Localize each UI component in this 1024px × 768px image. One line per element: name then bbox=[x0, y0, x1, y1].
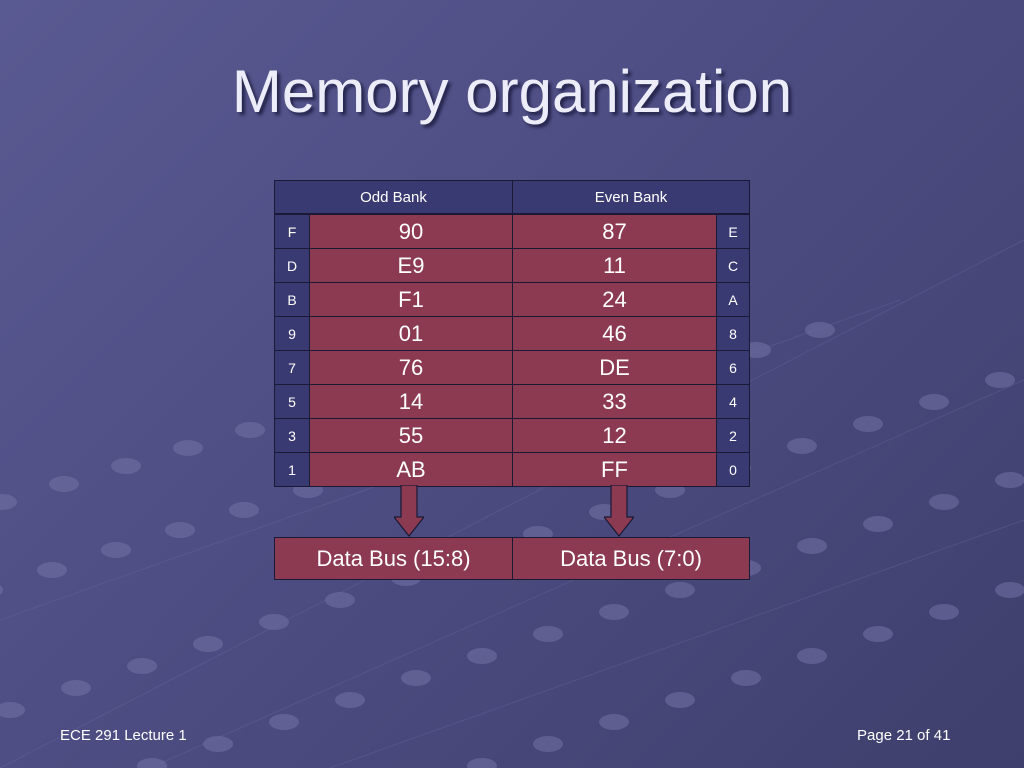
background-dot bbox=[467, 758, 497, 768]
background-dot bbox=[101, 542, 131, 558]
background-dot bbox=[863, 626, 893, 642]
background-dot bbox=[599, 604, 629, 620]
even-value-cell: 12 bbox=[512, 418, 717, 453]
arrow-down-icon-odd bbox=[394, 485, 424, 537]
background-line bbox=[0, 239, 1024, 768]
arrow-down-icon-even bbox=[604, 485, 634, 537]
odd-value-cell: F1 bbox=[309, 282, 513, 317]
background-dot bbox=[335, 692, 365, 708]
even-address-cell: E bbox=[716, 214, 750, 249]
odd-bank-header: Odd Bank bbox=[274, 180, 513, 214]
background-dot bbox=[235, 422, 265, 438]
even-value-cell: 46 bbox=[512, 316, 717, 351]
background-dot bbox=[0, 702, 25, 718]
background-dot bbox=[49, 476, 79, 492]
background-dot bbox=[665, 582, 695, 598]
background-dot bbox=[533, 626, 563, 642]
even-value-cell: 11 bbox=[512, 248, 717, 283]
background-dot bbox=[797, 648, 827, 664]
background-dot bbox=[787, 438, 817, 454]
background-dot bbox=[731, 670, 761, 686]
odd-address-cell: 1 bbox=[274, 452, 310, 487]
even-value-cell: 33 bbox=[512, 384, 717, 419]
background-dot bbox=[173, 440, 203, 456]
background-dot bbox=[467, 648, 497, 664]
odd-address-cell: D bbox=[274, 248, 310, 283]
background-dot bbox=[401, 670, 431, 686]
background-dot bbox=[259, 614, 289, 630]
background-dot bbox=[863, 516, 893, 532]
even-value-cell: FF bbox=[512, 452, 717, 487]
even-address-cell: 2 bbox=[716, 418, 750, 453]
background-dot bbox=[797, 538, 827, 554]
background-line bbox=[329, 519, 1024, 768]
background-dot bbox=[853, 416, 883, 432]
odd-address-cell: B bbox=[274, 282, 310, 317]
background-dot bbox=[0, 585, 3, 595]
background-dot bbox=[985, 372, 1015, 388]
even-address-cell: 6 bbox=[716, 350, 750, 385]
odd-value-cell: AB bbox=[309, 452, 513, 487]
background-dot bbox=[919, 394, 949, 410]
background-dot bbox=[37, 562, 67, 578]
background-dot bbox=[203, 736, 233, 752]
data-bus-high: Data Bus (15:8) bbox=[274, 537, 513, 580]
background-dot bbox=[0, 494, 17, 510]
odd-address-cell: 9 bbox=[274, 316, 310, 351]
even-address-cell: A bbox=[716, 282, 750, 317]
odd-value-cell: 90 bbox=[309, 214, 513, 249]
even-value-cell: 87 bbox=[512, 214, 717, 249]
even-address-cell: C bbox=[716, 248, 750, 283]
data-bus-low: Data Bus (7:0) bbox=[512, 537, 750, 580]
background-dot bbox=[665, 692, 695, 708]
background-dot bbox=[995, 582, 1024, 598]
even-value-cell: DE bbox=[512, 350, 717, 385]
background-dot bbox=[325, 592, 355, 608]
background-dot bbox=[599, 714, 629, 730]
odd-value-cell: 76 bbox=[309, 350, 513, 385]
odd-address-cell: 7 bbox=[274, 350, 310, 385]
background-dot bbox=[193, 636, 223, 652]
background-dot bbox=[137, 758, 167, 768]
footer-page-number: Page 21 of 41 bbox=[857, 727, 951, 744]
odd-value-cell: 55 bbox=[309, 418, 513, 453]
background-dot bbox=[805, 322, 835, 338]
odd-value-cell: E9 bbox=[309, 248, 513, 283]
footer-lecture: ECE 291 Lecture 1 bbox=[60, 727, 187, 744]
even-address-cell: 0 bbox=[716, 452, 750, 487]
background-dot bbox=[61, 680, 91, 696]
even-bank-header: Even Bank bbox=[512, 180, 750, 214]
even-address-cell: 8 bbox=[716, 316, 750, 351]
odd-address-cell: 3 bbox=[274, 418, 310, 453]
background-dot bbox=[229, 502, 259, 518]
background-dot bbox=[127, 658, 157, 674]
slide-title: Memory organization bbox=[231, 58, 793, 125]
background-dot bbox=[111, 458, 141, 474]
odd-address-cell: F bbox=[274, 214, 310, 249]
background-dot bbox=[929, 494, 959, 510]
odd-value-cell: 01 bbox=[309, 316, 513, 351]
background-dot bbox=[929, 604, 959, 620]
background-dot bbox=[165, 522, 195, 538]
background-dot bbox=[533, 736, 563, 752]
background-dot bbox=[995, 472, 1024, 488]
even-value-cell: 24 bbox=[512, 282, 717, 317]
even-address-cell: 4 bbox=[716, 384, 750, 419]
background-dot bbox=[269, 714, 299, 730]
odd-value-cell: 14 bbox=[309, 384, 513, 419]
odd-address-cell: 5 bbox=[274, 384, 310, 419]
